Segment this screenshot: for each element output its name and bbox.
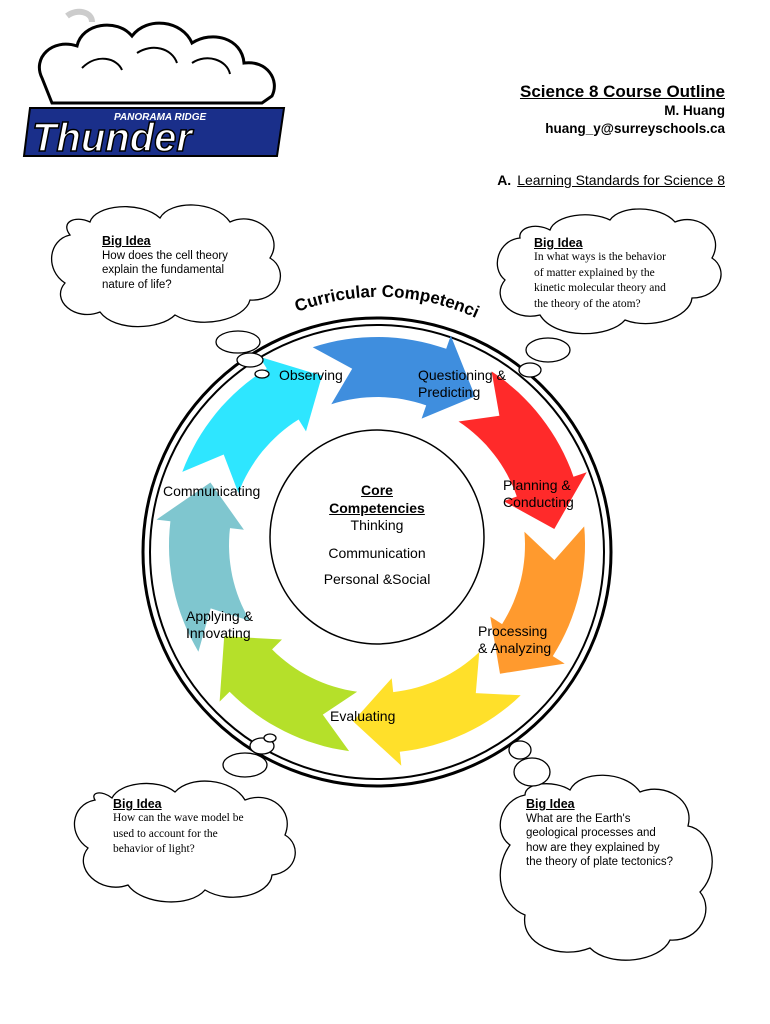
arrow-applying <box>156 482 250 652</box>
big-idea-2-title: Big Idea <box>534 236 583 250</box>
cloud-4-bubble <box>513 757 551 787</box>
section-title: Learning Standards for Science 8 <box>517 172 725 188</box>
arrow-planning <box>490 526 585 674</box>
school-logo: PANORAMA RIDGE Thunder <box>22 8 297 161</box>
core-item-personal-social: Personal &Social <box>323 571 431 587</box>
arrow-processing <box>353 652 521 766</box>
logo-main-text: Thunder <box>32 116 194 158</box>
core-heading-line1: Core <box>361 482 393 498</box>
cloud-1 <box>50 204 281 328</box>
cloud-1-bubble <box>236 352 264 368</box>
page-title: Science 8 Course Outline <box>519 82 725 101</box>
teacher-name: M. Huang <box>664 103 725 118</box>
teacher-email: huang_y@surreyschools.ca <box>545 121 725 136</box>
stage-processing: Processing & Analyzing <box>478 623 552 656</box>
stage-applying: Applying & Innovating <box>186 608 253 641</box>
big-idea-4-title: Big Idea <box>526 797 575 811</box>
inner-ring <box>149 324 605 780</box>
core-heading-line2: Competencies <box>329 500 425 516</box>
arrow-observing <box>312 335 476 419</box>
core-circle <box>269 429 485 645</box>
big-idea-1: Big Idea How does the cell theory explai… <box>102 234 252 292</box>
big-idea-4: Big Idea What are the Earth's geological… <box>526 797 676 870</box>
stage-observing: Observing <box>279 367 343 383</box>
stage-questioning: Questioning & Predicting <box>418 367 506 400</box>
cloud-2-bubble <box>525 337 571 363</box>
cycle-arrows <box>156 335 587 766</box>
big-idea-2: Big Idea In what ways is the behavior of… <box>534 236 669 322</box>
cloud-1-bubble <box>254 369 270 379</box>
logo-top-text: PANORAMA RIDGE <box>114 112 207 123</box>
section-label: A. <box>497 172 512 188</box>
stage-communicating: Communicating <box>163 483 261 499</box>
big-idea-3-title: Big Idea <box>113 797 162 811</box>
big-idea-1-text: How does the cell theory explain the fun… <box>102 249 228 291</box>
core-heading: Core Competencies <box>297 481 457 517</box>
cloud-4 <box>499 774 713 961</box>
stage-evaluating: Evaluating <box>330 708 396 724</box>
outer-ring <box>141 316 613 788</box>
cloud-2-bubble <box>518 362 542 378</box>
big-idea-2-text: In what ways is the behavior of matter e… <box>534 251 666 310</box>
arrow-evaluating <box>219 636 358 752</box>
cloud-2 <box>496 208 722 335</box>
cloud-3-bubble <box>263 733 277 743</box>
big-idea-3-text: How can the wave model be used to accoun… <box>113 812 244 855</box>
stage-planning: Planning & Conducting <box>503 477 574 510</box>
section-heading: A. Learning Standards for Science 8 <box>420 172 725 188</box>
big-idea-4-text: What are the Earth's geological processe… <box>526 812 674 869</box>
cloud-4-bubble <box>508 740 532 760</box>
cloud-3-bubble <box>222 752 268 778</box>
core-item-thinking: Thinking <box>350 517 404 533</box>
big-idea-3: Big Idea How can the wave model be used … <box>113 797 253 858</box>
big-idea-1-title: Big Idea <box>102 234 151 248</box>
core-item-communication: Communication <box>328 545 426 561</box>
cloud-1-bubble <box>215 330 261 354</box>
cloud-3 <box>73 780 296 903</box>
arrow-communicating <box>182 356 322 493</box>
arrow-questioning <box>458 371 587 529</box>
